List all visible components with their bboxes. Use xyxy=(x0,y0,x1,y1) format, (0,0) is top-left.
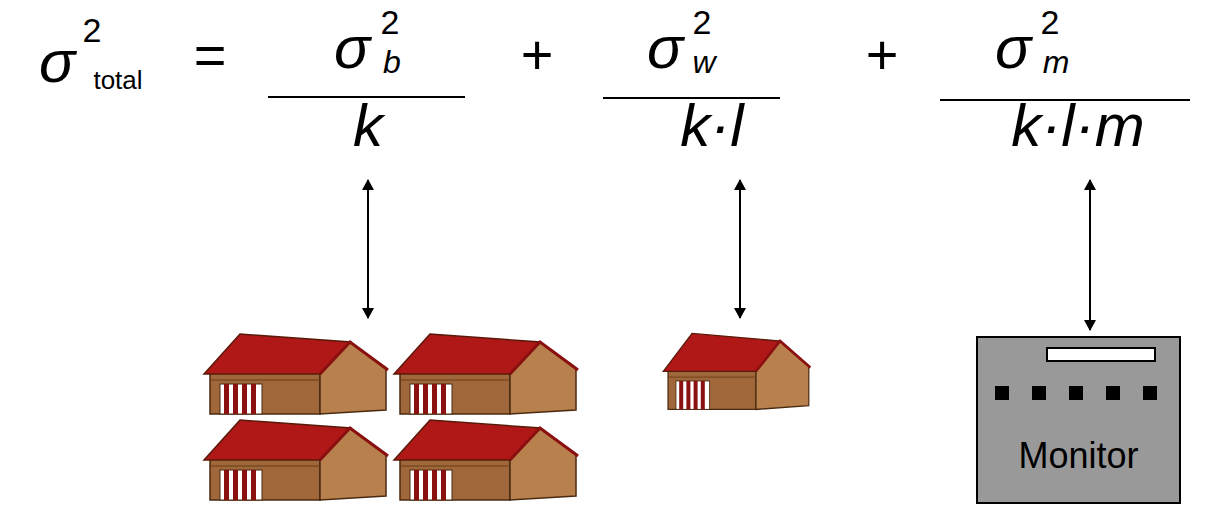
variance-symbol: σ xyxy=(995,18,1031,78)
plus-sign: + xyxy=(521,27,554,83)
exponent: 2 xyxy=(1041,5,1060,39)
subscript: m xyxy=(1043,46,1070,78)
variance-symbol: σ xyxy=(39,32,75,92)
device-label: Monitor xyxy=(1018,436,1138,476)
variance-symbol: σ xyxy=(334,18,370,78)
exponent: 2 xyxy=(381,5,400,39)
denominator: k·l xyxy=(680,96,743,156)
monitor-box: Monitor xyxy=(977,412,1180,500)
denominator: k xyxy=(353,96,383,156)
equals-sign: = xyxy=(194,27,227,83)
plus-sign: + xyxy=(866,27,899,83)
subscript: w xyxy=(692,46,715,78)
monitor-device xyxy=(977,337,1180,503)
denominator: k·l·m xyxy=(1011,96,1144,156)
double-arrows xyxy=(368,180,1090,330)
subscript: b xyxy=(383,46,401,78)
variance-symbol: σ xyxy=(647,18,683,78)
single-barn xyxy=(663,333,810,409)
barn-group xyxy=(204,334,578,500)
subscript: total xyxy=(93,67,142,93)
exponent: 2 xyxy=(693,5,712,39)
exponent: 2 xyxy=(83,13,102,47)
